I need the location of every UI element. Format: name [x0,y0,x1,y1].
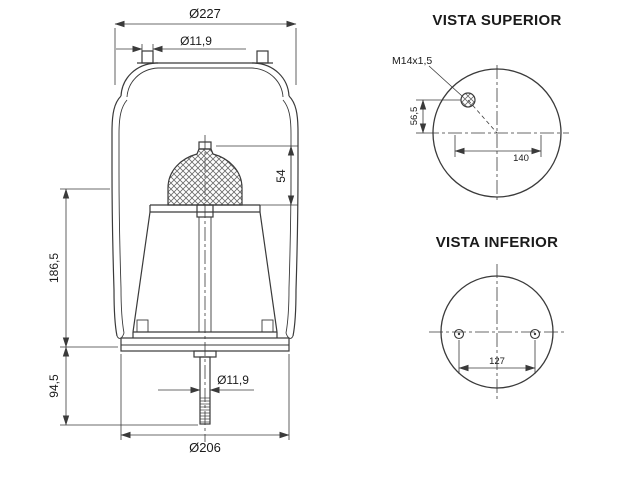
bottom-view-hole-right [529,328,541,340]
bumper-tip [198,141,212,150]
dim-stud-offset: 56,5 [409,99,461,134]
piston-center-block [196,204,214,218]
dim-label-piston-diameter: Ø206 [189,440,221,455]
dim-top-stud-diameter: Ø11,9 [116,34,246,53]
top-view-diagonal-centerline [467,99,498,134]
piston-tab-right [261,319,274,333]
dim-label-bellows-height: 186,5 [47,253,61,283]
bottom-view-centerlines [429,264,565,400]
dim-label-top-plate-diameter: Ø227 [189,6,221,21]
top-plate [120,50,290,98]
top-stud-left [137,50,158,64]
dim-piston-height: 94,5 [47,346,198,426]
dim-label-bumper-height: 54 [274,169,288,183]
thread-callout: M14x1,5 [392,55,463,97]
top-view-title: VISTA SUPERIOR [432,12,561,29]
dim-label-hole-spacing: 127 [489,356,505,367]
thread-callout-label: M14x1,5 [392,55,432,67]
dim-piston-diameter: Ø206 [120,354,290,455]
dim-label-piston-height: 94,5 [47,374,61,398]
top-stud-right [252,50,273,64]
side-view: Ø227 Ø11,9 54 186,5 94,5 [47,6,299,455]
bellows [111,95,299,339]
dim-label-bottom-stud-diameter: Ø11,9 [217,373,249,387]
dim-bellows-height: 186,5 [47,188,118,348]
bottom-view-title: VISTA INFERIOR [436,234,559,251]
piston-tab-left [136,319,149,333]
dim-label-top-stud-diameter: Ø11,9 [180,34,212,48]
dim-hole-spacing: 127 [458,340,536,374]
bottom-stud-threads [200,397,210,423]
bumper [167,141,243,206]
dim-label-stud-offset: 56,5 [409,107,420,126]
top-view: VISTA SUPERIOR M14x1,5 56,5 140 [392,12,569,201]
dim-label-stud-spacing: 140 [513,153,529,164]
dim-bottom-stud-diameter: Ø11,9 [158,373,254,394]
dim-stud-spacing: 140 [454,135,542,164]
bottom-view: VISTA INFERIOR 127 [429,234,565,400]
bottom-view-hole-left [453,328,465,340]
dim-bumper-height: 54 [216,145,298,206]
dim-top-plate-diameter: Ø227 [114,6,297,85]
